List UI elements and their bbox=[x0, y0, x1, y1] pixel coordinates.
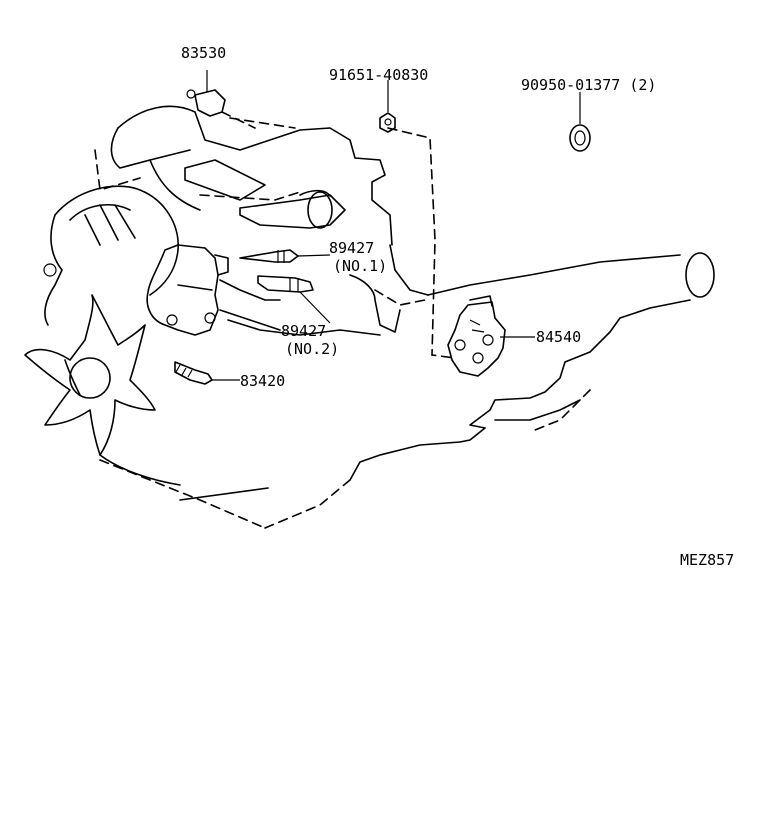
assembly-line-bolt bbox=[387, 127, 456, 359]
sensor-83530-icon bbox=[186, 70, 226, 117]
fan-icon bbox=[24, 294, 156, 456]
label-no2: (NO.2) bbox=[285, 340, 339, 358]
label-90950-01377: 90950-01377 (2) bbox=[521, 76, 656, 94]
label-89427-no1: 89427 bbox=[329, 239, 374, 257]
diagram-code: MEZ857 bbox=[680, 551, 734, 569]
sensor-89427-no1-icon bbox=[239, 249, 299, 263]
label-83420: 83420 bbox=[240, 372, 285, 390]
label-83530: 83530 bbox=[181, 44, 226, 62]
label-89427-no2: 89427 bbox=[281, 322, 326, 340]
neutral-start-switch-icon bbox=[447, 295, 506, 377]
grommet-icon bbox=[569, 92, 591, 152]
assembly-line-83530 bbox=[221, 111, 256, 129]
transmission-housing-icon bbox=[349, 252, 715, 481]
label-84540: 84540 bbox=[536, 328, 581, 346]
label-91651-40830: 91651-40830 bbox=[329, 66, 428, 84]
sensor-89427-no2-icon bbox=[257, 275, 314, 293]
bolt-icon bbox=[379, 80, 396, 133]
label-no1: (NO.1) bbox=[333, 257, 387, 275]
leader-89427-no2 bbox=[299, 291, 331, 324]
leader-89427-no1 bbox=[297, 254, 331, 257]
sensor-83420-icon bbox=[174, 361, 213, 385]
engine-icon bbox=[24, 105, 429, 529]
